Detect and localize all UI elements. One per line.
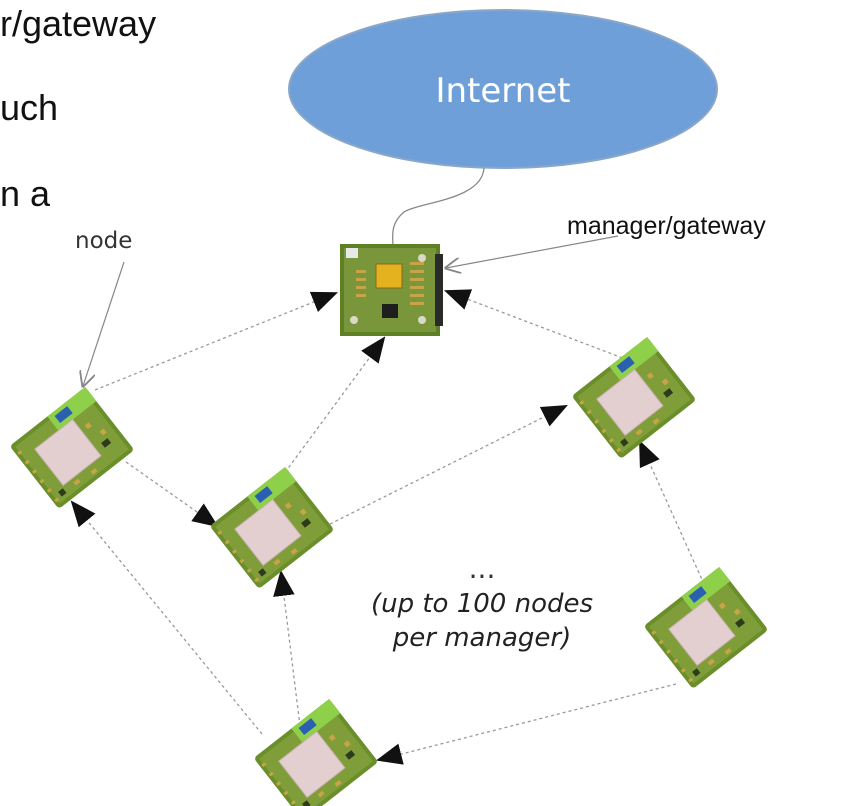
link-bottom-right-node-to-bottom-node — [375, 683, 677, 765]
link-left-node-to-gateway — [94, 291, 339, 391]
internet-cable — [391, 167, 485, 247]
mesh-links — [70, 289, 705, 765]
gateway-label: manager/gateway — [567, 212, 766, 240]
slide-text-line-2: uch — [0, 87, 59, 128]
node-bottom-right — [643, 566, 769, 690]
link-right-node-to-gateway — [443, 289, 629, 361]
caption-line-2: per manager) — [392, 623, 571, 653]
link-bottom-node-to-center-node — [273, 569, 301, 727]
link-bottom-node-to-left-node — [70, 500, 263, 735]
slide-text-line-1: r/gateway — [0, 3, 157, 44]
node-bottom — [253, 698, 379, 806]
link-left-node-to-center-node — [125, 461, 219, 528]
link-bottom-right-node-to-right-node — [639, 440, 705, 585]
manager-gateway-board — [340, 244, 443, 336]
link-center-node-to-right-node — [329, 405, 568, 525]
slide-text-line-3: n a — [0, 173, 51, 214]
node-pointer-line — [83, 261, 125, 386]
gateway-pointer-line — [446, 235, 619, 268]
node-label: node — [75, 228, 133, 254]
internet-label: Internet — [435, 71, 570, 111]
node-left — [9, 386, 135, 510]
internet-cloud: Internet — [288, 9, 718, 169]
more-nodes-ellipsis: ... — [469, 552, 496, 585]
link-center-node-to-gateway — [277, 336, 386, 483]
node-center — [209, 466, 335, 590]
caption-line-1: (up to 100 nodes — [371, 589, 593, 619]
node-right — [571, 336, 697, 460]
